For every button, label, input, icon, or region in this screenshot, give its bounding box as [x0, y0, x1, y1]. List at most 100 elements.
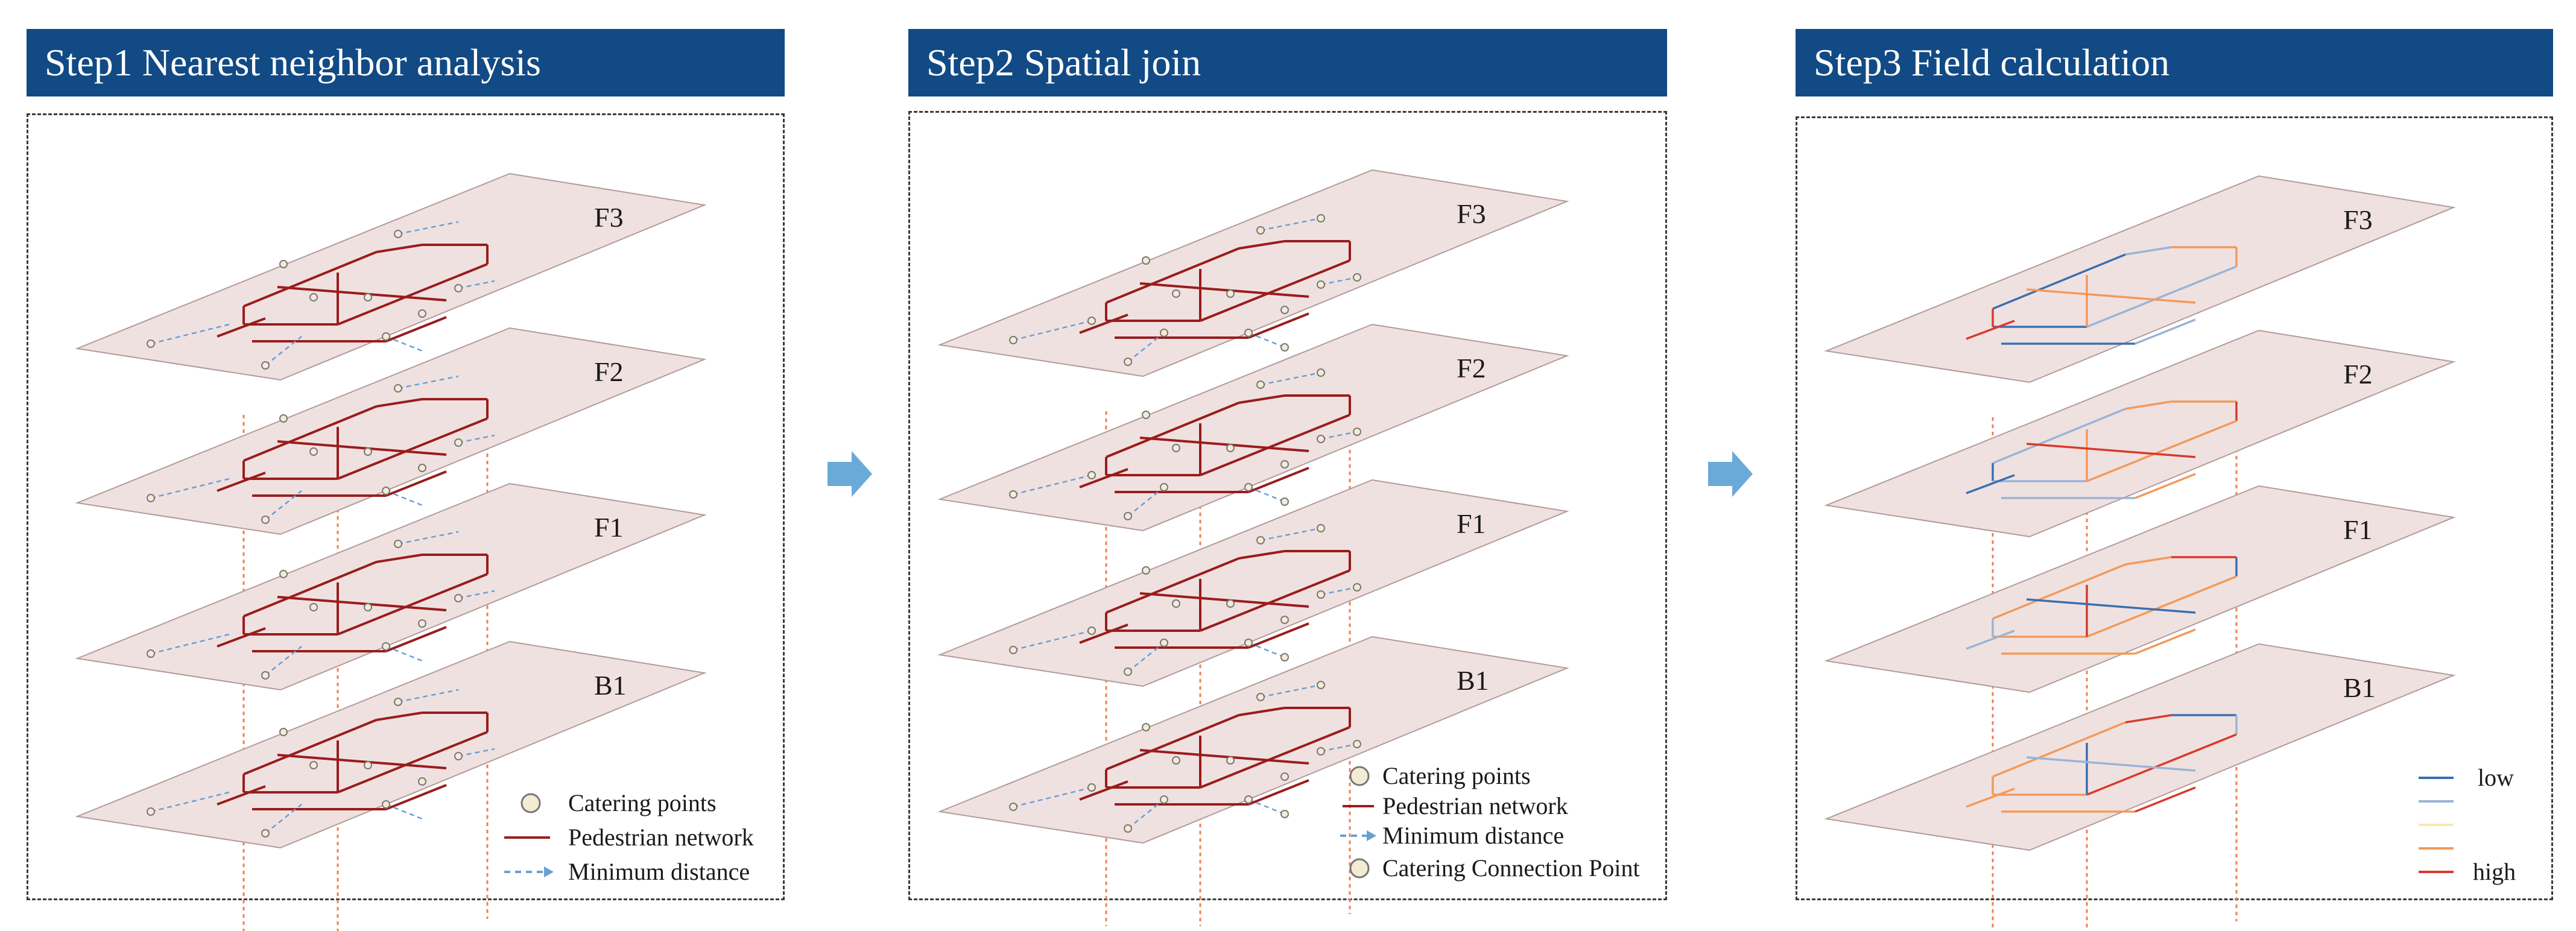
floor-f1: F1: [937, 479, 1569, 687]
catering-point: [1009, 490, 1017, 499]
catering-point: [279, 570, 288, 578]
catering-point: [1317, 280, 1325, 289]
network-segment: [1106, 557, 1239, 614]
step1-panel: [27, 113, 785, 900]
catering-point: [147, 807, 155, 816]
step1-title: Step1 Nearest neighbor analysis: [45, 41, 541, 84]
floor-label-f2: F2: [1457, 353, 1486, 383]
network-segment: [1238, 394, 1285, 404]
network-segment: [2135, 318, 2196, 345]
network-segment: [1238, 550, 1285, 560]
legend-step3: low high: [2419, 764, 2516, 885]
minimum-distance-legend-icon: [504, 866, 554, 877]
network-segment: [2026, 288, 2196, 304]
legend2-connection-point: Catering Connection Point: [1382, 854, 1640, 882]
floor-plane: [937, 323, 1569, 532]
network-segment: [2026, 756, 2196, 772]
minimum-distance-line: [458, 590, 495, 599]
legend2-pedestrian-network: Pedestrian network: [1382, 792, 1568, 819]
floor-label-b1: B1: [1457, 665, 1489, 696]
catering-point: [1244, 483, 1253, 491]
minimum-distance-line: [458, 280, 495, 289]
catering-point: [364, 603, 372, 611]
catering-point: [261, 516, 270, 524]
connection-point: [1087, 471, 1096, 479]
catering-point: [261, 361, 270, 370]
floor-plane: [1824, 643, 2456, 851]
network-segment: [1139, 749, 1309, 765]
catering-point: [382, 332, 390, 341]
catering-point-legend-icon: [1349, 766, 1370, 786]
network-segment: [337, 731, 488, 794]
catering-point: [364, 293, 372, 301]
network-segment: [243, 719, 377, 775]
network-segment: [2086, 265, 2237, 328]
legend2-minimum-distance: Minimum distance: [1382, 822, 1564, 849]
connection-point: [1353, 273, 1361, 282]
floor-f3: F3: [1824, 175, 2456, 383]
connection-point: [1160, 329, 1168, 337]
connection-point: [1353, 740, 1361, 748]
floor-b1: B1: [75, 640, 707, 849]
catering-point: [1124, 667, 1132, 676]
minimum-distance-line: [1260, 684, 1321, 698]
floor-label-f3: F3: [2343, 204, 2373, 235]
network-segment: [1139, 282, 1309, 298]
minimum-distance-line: [1248, 642, 1285, 658]
minimum-distance-line: [397, 221, 459, 235]
catering-point: [1172, 444, 1180, 452]
network-segment: [217, 472, 266, 492]
catering-point: [364, 447, 372, 456]
catering-point: [1142, 411, 1150, 419]
network-segment: [1966, 787, 2015, 808]
floor-label-f1: F1: [2343, 514, 2373, 545]
catering-point: [1317, 747, 1325, 756]
network-segment: [1248, 622, 1309, 649]
legend2-catering-points: Catering points: [1382, 762, 1531, 789]
catering-point: [309, 447, 318, 456]
network-segment: [1200, 259, 1350, 322]
catering-point: [1317, 590, 1325, 599]
network-segment: [2135, 628, 2196, 655]
network-segment: [2026, 443, 2196, 458]
network-segment: [376, 712, 423, 721]
network-segment: [243, 561, 377, 617]
catering-point: [418, 464, 426, 472]
network-segment: [243, 405, 377, 462]
minimum-distance-line: [1248, 798, 1285, 815]
legend-step1: Catering points Pedestrian network Minim…: [504, 789, 754, 885]
floor-b1: B1: [937, 636, 1569, 844]
catering-point: [1172, 599, 1180, 608]
catering-point: [394, 384, 402, 393]
floor-plane: [1824, 175, 2456, 383]
catering-point: [261, 829, 270, 838]
floor-plane: [75, 327, 707, 535]
catering-point: [309, 761, 318, 769]
catering-point: [1142, 723, 1150, 731]
network-segment: [337, 263, 488, 326]
network-segment: [277, 596, 447, 611]
network-segment: [1248, 312, 1309, 339]
minimum-distance-line: [397, 689, 459, 703]
network-segment: [217, 785, 266, 806]
network-segment: [1966, 630, 2015, 650]
connection-point: [1280, 497, 1289, 506]
catering-point: [147, 339, 155, 348]
step3-header: Step3 Field calculation: [1796, 29, 2553, 96]
catering-point: [1280, 460, 1289, 469]
connection-point: [1280, 810, 1289, 818]
catering-point: [454, 752, 463, 760]
catering-point: [261, 671, 270, 680]
minimum-distance-line: [1248, 486, 1285, 503]
arrow-step2-to-step3-icon: [1708, 451, 1753, 497]
network-segment: [1106, 714, 1239, 771]
connection-point: [1087, 783, 1096, 792]
minimum-distance-line: [458, 748, 495, 757]
network-segment: [243, 251, 377, 308]
floor-f2: F2: [937, 323, 1569, 532]
step1-header: Step1 Nearest neighbor analysis: [27, 29, 785, 96]
network-segment: [376, 554, 423, 563]
catering-point: [1009, 336, 1017, 344]
catering-point: [382, 642, 390, 651]
minimum-distance-line: [458, 434, 495, 444]
